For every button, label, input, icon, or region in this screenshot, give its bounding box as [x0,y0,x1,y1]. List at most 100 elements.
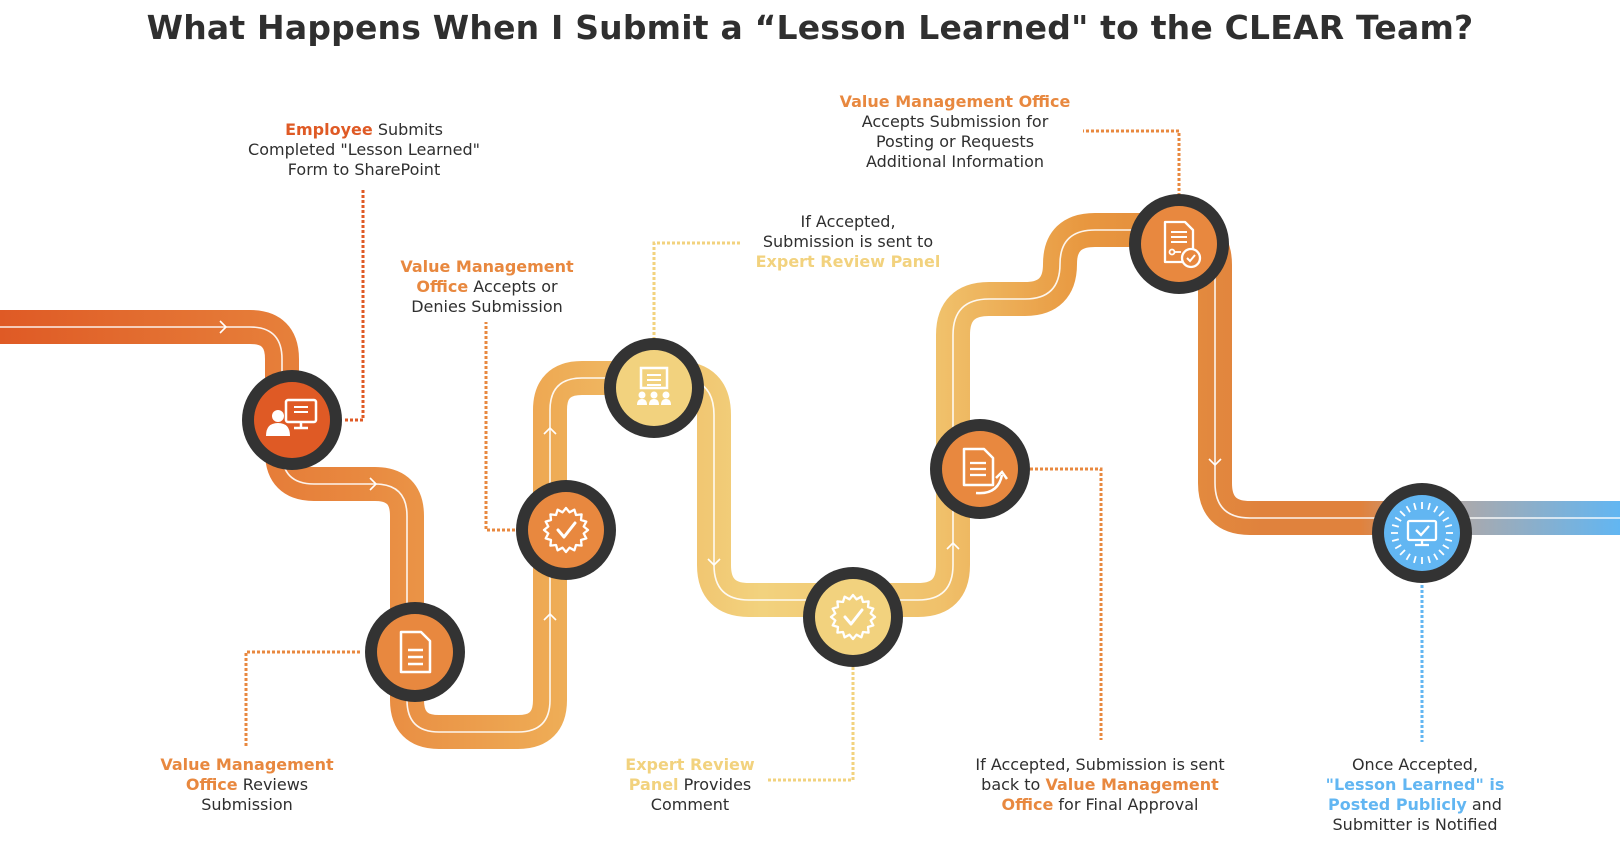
label-line: Posted Publicly and [1315,795,1515,815]
step-3-node [516,480,616,580]
label-line: Value Management [117,755,377,775]
label-line: If Accepted, Submission is sent [935,755,1265,775]
label-line: Value Management [357,257,617,277]
step-4-node [604,338,704,438]
step-2-node [365,602,465,702]
step-7-node [1129,194,1229,294]
connectors [244,129,1424,782]
label-segment: Form to SharePoint [287,160,441,179]
label-segment: for Final Approval [1053,795,1199,814]
step-6-node [930,419,1030,519]
step-1-node [242,370,342,470]
node-fill [254,382,330,458]
label-line: Expert Review [560,755,820,775]
label-segment: Value Management [400,257,574,276]
label-segment: Additional Information [865,152,1045,171]
label-segment: Submission [201,795,293,814]
label-segment: Expert Review [625,755,755,774]
arrowhead [707,558,721,567]
label-line: "Lesson Learned" is [1315,775,1515,795]
label-segment: Comment [650,795,730,814]
arrowhead [1208,458,1222,467]
dotted-connector [345,190,365,422]
label-segment: Expert Review Panel [755,252,941,271]
step-nodes [242,194,1472,702]
person-computer-icon [266,398,318,436]
label-line: Posting or Requests [815,132,1095,152]
label-line: Once Accepted, [1315,755,1515,775]
arrowhead [543,612,557,621]
diagram-title: What Happens When I Submit a “Lesson Lea… [146,8,1474,47]
label-segment: Office [416,277,469,296]
label-line: Submitter is Notified [1315,815,1515,835]
dotted-connector [768,662,855,782]
road-band [0,213,1620,749]
node-fill [377,614,453,690]
label-line: Office Reviews [117,775,377,795]
arrowhead [946,541,960,550]
label-segment: Office [1001,795,1054,814]
arrowhead [1083,278,1097,287]
label-segment: Employee [285,120,373,139]
label-segment: Submitter is Notified [1332,815,1498,834]
document-return-icon [962,447,1009,495]
label-line: Completed "Lesson Learned" [214,140,514,160]
step-8-node [1372,483,1472,583]
step-5-node [803,567,903,667]
presentation-panel-icon [637,366,671,405]
label-line: Form to SharePoint [214,160,514,180]
document-icon [399,630,432,674]
label-line: Value Management Office [815,92,1095,112]
label-segment: "Lesson Learned" is [1325,775,1505,794]
label-segment: Accepts Submission for [861,112,1049,131]
label-segment: Office [185,775,238,794]
node-fill [528,492,604,568]
dotted-connector [244,650,360,748]
label-segment: If Accepted, [800,212,896,231]
label-segment: Value Management Office [839,92,1071,111]
label-segment: If Accepted, Submission is sent [975,755,1225,774]
label-segment: Completed "Lesson Learned" [248,140,480,159]
label-segment: Posted Publicly [1328,795,1467,814]
flow-arrows [219,278,1222,621]
label-line: Denies Submission [357,297,617,317]
badge-check-icon [829,593,877,641]
label-line: If Accepted, [713,212,983,232]
label-segment: Value Management [160,755,334,774]
label-segment: Once Accepted, [1351,755,1479,774]
label-line: Employee Submits [214,120,514,140]
label-segment: Panel [628,775,679,794]
label-segment: Submission is sent to [762,232,934,251]
label-segment: Reviews [237,775,309,794]
arrowhead [543,426,557,435]
label-line: Submission [117,795,377,815]
arrowhead [369,477,378,491]
label-segment: Submits [372,120,443,139]
label-segment: back to [981,775,1046,794]
label-segment: Value Management [1045,775,1219,794]
dotted-connector [1025,467,1103,740]
dotted-connector [652,241,740,340]
label-line: Submission is sent to [713,232,983,252]
certificate-approved-icon [1163,220,1202,269]
dotted-connector [484,322,520,532]
label-line: Comment [560,795,820,815]
monitor-check-icon [1391,502,1453,564]
flow-road [0,213,1620,749]
label-segment: and [1466,795,1502,814]
label-segment: Denies Submission [411,297,563,316]
node-fill [815,579,891,655]
label-line: Office Accepts or [357,277,617,297]
node-fill [1141,206,1217,282]
dotted-connector [1083,129,1181,196]
label-line: Office for Final Approval [935,795,1265,815]
label-line: Panel Provides [560,775,820,795]
road-center-line [0,229,1620,733]
label-line: back to Value Management [935,775,1265,795]
